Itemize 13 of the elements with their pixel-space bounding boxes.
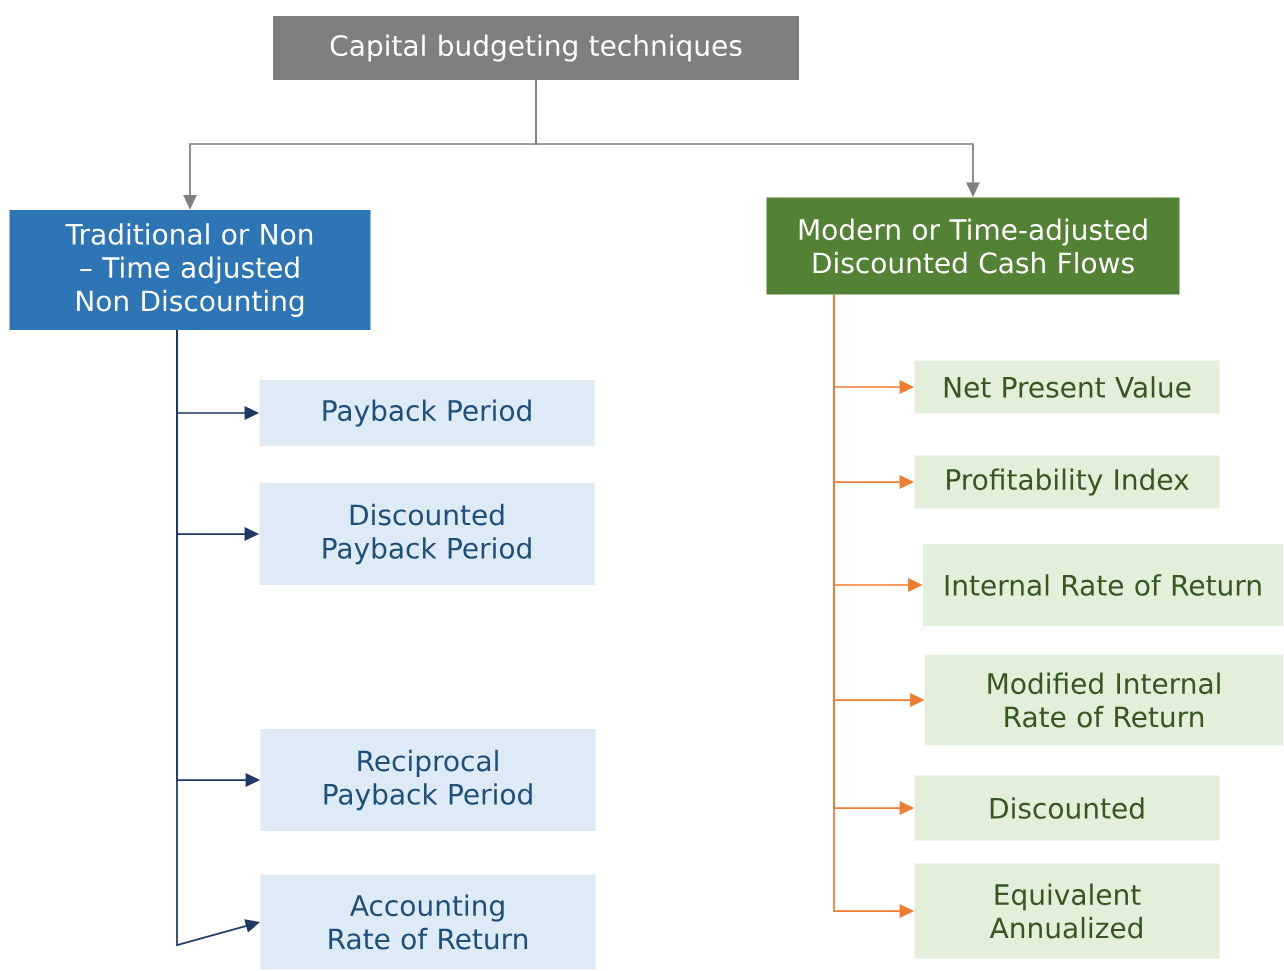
technique-box: Profitability Index bbox=[914, 455, 1220, 509]
technique-box: Accounting Rate of Return bbox=[260, 874, 596, 970]
technique-box: Reciprocal Payback Period bbox=[260, 729, 596, 831]
title-box: Capital budgeting techniques bbox=[273, 16, 799, 80]
technique-box: Discounted Payback Period bbox=[259, 483, 595, 585]
category-box: Traditional or Non – Time adjusted Non Discounting bbox=[9, 210, 371, 330]
technique-box: Net Present Value bbox=[914, 360, 1220, 414]
technique-box: Equivalent Annualized bbox=[914, 863, 1220, 959]
technique-box: Internal Rate of Return bbox=[923, 544, 1283, 626]
category-box: Modern or Time-adjusted Discounted Cash Flows bbox=[766, 197, 1180, 295]
technique-box: Modified Internal Rate of Return bbox=[925, 654, 1283, 746]
technique-box: Payback Period bbox=[259, 380, 595, 446]
technique-box: Discounted bbox=[914, 775, 1220, 841]
